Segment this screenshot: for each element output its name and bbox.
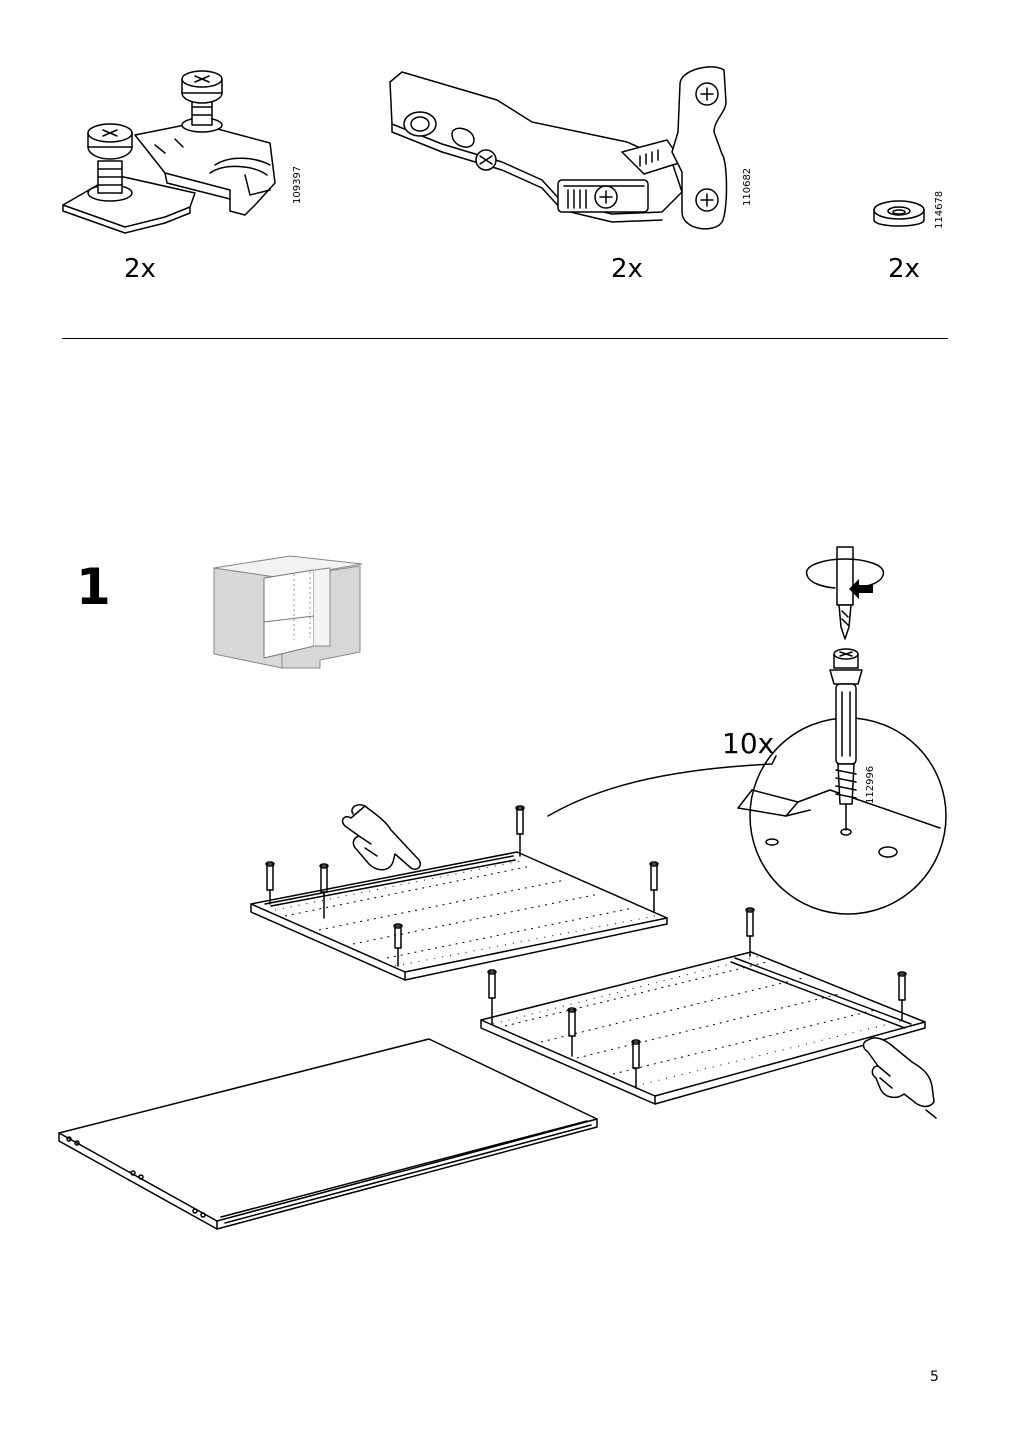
callout-quantity: 10x: [722, 727, 775, 760]
corner-cabinet-overview-icon: [213, 555, 363, 669]
part-quantity: 2x: [611, 254, 643, 284]
corner-hinge-icon: [389, 66, 728, 230]
callout-article-number: 112996: [865, 765, 876, 804]
bottom-panel: [58, 1038, 598, 1230]
side-panel-left: [250, 805, 668, 981]
pointing-hand-icon: [862, 1037, 937, 1119]
part-quantity: 2x: [124, 254, 156, 284]
detail-callout-icon: [547, 648, 947, 915]
part-article-number: 109397: [292, 165, 303, 204]
pointing-hand-icon: [341, 803, 422, 871]
section-divider: [62, 338, 948, 339]
part-article-number: 114678: [934, 190, 945, 229]
part-article-number: 110682: [742, 167, 753, 206]
step-number: 1: [76, 558, 111, 616]
hinge-mounting-plate-icon: [62, 70, 276, 234]
screwdriver-icon: [805, 546, 885, 640]
cover-cap-icon: [873, 200, 925, 227]
side-panel-right: [480, 907, 926, 1105]
page-number: 5: [930, 1369, 939, 1385]
part-quantity: 2x: [888, 254, 920, 284]
